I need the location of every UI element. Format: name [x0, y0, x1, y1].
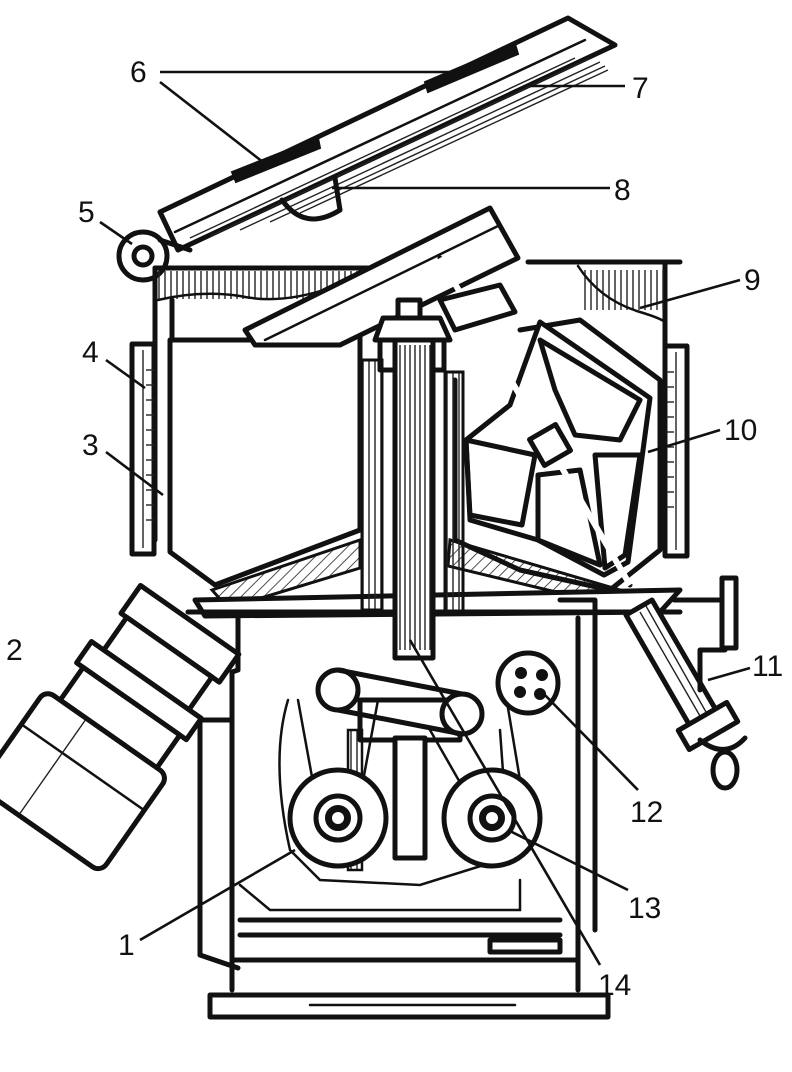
central-shaft	[360, 282, 518, 661]
callout-12: 12	[630, 796, 663, 829]
callout-8: 8	[614, 174, 631, 207]
lid-boss	[279, 175, 343, 222]
control-knob	[495, 650, 561, 716]
callout-7: 7	[632, 72, 649, 105]
callout-2: 2	[6, 634, 23, 667]
leader-lines	[99, 70, 751, 966]
motor-right	[441, 767, 543, 869]
callout-4: 4	[82, 336, 99, 369]
callout-5: 5	[78, 196, 95, 229]
callout-10: 10	[724, 414, 757, 447]
inner-bowl	[167, 319, 363, 588]
callout-labels: 6 7 8 5 9 4 10 3 2 11 12 13 1 14	[6, 56, 783, 1002]
lid	[157, 15, 618, 253]
lid-rail-right	[423, 42, 520, 94]
motor-left	[287, 767, 389, 869]
callout-6: 6	[130, 56, 147, 89]
callout-13: 13	[628, 892, 661, 925]
lid-rail-left	[230, 136, 322, 184]
drain-valve	[623, 575, 748, 791]
side-motor	[0, 582, 242, 872]
belt-drive	[296, 667, 507, 812]
callout-1: 1	[118, 929, 135, 962]
callout-11: 11	[752, 650, 783, 683]
callout-14: 14	[598, 969, 631, 1002]
callout-3: 3	[82, 429, 99, 462]
callout-9: 9	[744, 264, 761, 297]
